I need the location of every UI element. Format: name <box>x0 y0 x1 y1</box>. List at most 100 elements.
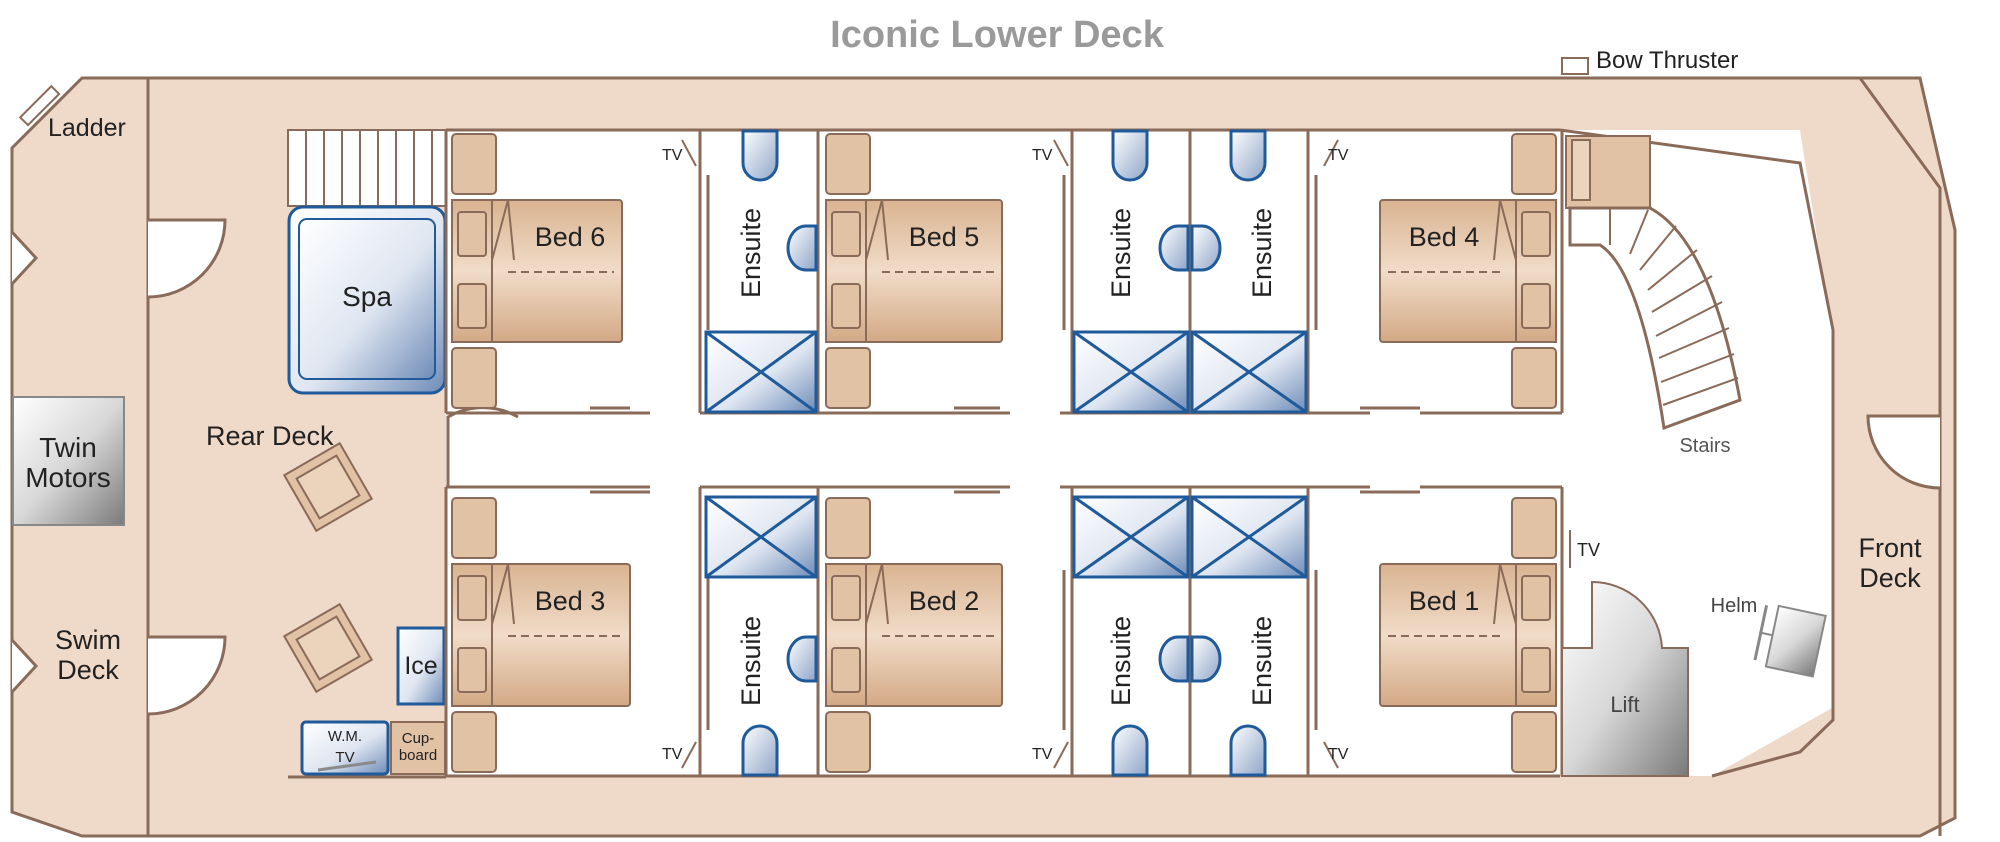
toilet-icon <box>1229 129 1267 182</box>
tv-icon <box>1053 139 1069 167</box>
rear-steps <box>287 129 447 207</box>
cupboard[interactable] <box>390 721 446 775</box>
wm-tv-label-2: TV <box>335 749 354 766</box>
shower-icon <box>1072 495 1190 579</box>
tv-label: TV <box>662 746 683 763</box>
bow-thruster-icon <box>1561 57 1589 75</box>
ensuite-label: Ensuite <box>1247 616 1277 706</box>
lift-label: Lift <box>1610 692 1639 717</box>
tv-label: TV <box>1032 746 1053 763</box>
sink-icon <box>786 635 818 683</box>
bed-label: Bed 6 <box>535 222 606 252</box>
toilet-icon <box>1111 724 1149 777</box>
pillow <box>831 283 861 329</box>
sink-icon <box>1190 635 1222 683</box>
ice-label: Ice <box>404 652 437 680</box>
shower-icon <box>704 495 818 579</box>
pillow <box>1521 211 1551 257</box>
rear-deck-label: Rear Deck <box>206 421 334 451</box>
bedside-tables <box>451 133 1557 773</box>
shower-icon <box>1072 330 1190 414</box>
bed[interactable]: Bed 1 <box>1379 563 1557 707</box>
swim-deck-label-1: Swim <box>55 625 121 655</box>
bow-line <box>1858 77 1942 836</box>
toilet-icon <box>741 129 779 182</box>
toilet-icon <box>1111 129 1149 182</box>
twin-motors-block <box>12 396 125 526</box>
swim-deck-label-2: Deck <box>57 655 119 685</box>
pillow <box>831 647 861 693</box>
cabin-hull-line <box>1559 128 1835 778</box>
helm-label: Helm <box>1711 595 1758 617</box>
beds-layer: Bed 6 Bed 5 Bed 4 Bed 3 Bed 2 Bed 1 <box>451 199 1557 707</box>
bed-label: Bed 2 <box>909 586 980 616</box>
pillow <box>1521 283 1551 329</box>
shower-icon <box>704 330 818 414</box>
cupboard-label-2: board <box>399 747 437 764</box>
tv-icon <box>681 139 697 167</box>
wm-tv-unit[interactable] <box>300 720 390 776</box>
front-deck-label-1: Front <box>1858 533 1922 563</box>
bed-label: Bed 4 <box>1409 222 1480 252</box>
shower-icon <box>1190 330 1308 414</box>
pillow <box>1521 647 1551 693</box>
sink-icon <box>786 224 818 272</box>
ensuite-label: Ensuite <box>1247 208 1277 298</box>
bed[interactable]: Bed 2 <box>825 563 1003 707</box>
sink-icon <box>1190 224 1222 272</box>
shower-icon <box>1190 495 1308 579</box>
bed-label: Bed 3 <box>535 586 606 616</box>
ladder-label: Ladder <box>48 114 126 142</box>
page-title: Iconic Lower Deck <box>830 14 1165 56</box>
front-deck-door[interactable] <box>1866 414 1941 490</box>
twin-motors-label-1: Twin <box>39 432 97 463</box>
pillow <box>831 211 861 257</box>
stairs-label: Stairs <box>1679 435 1730 457</box>
rear-door-lower <box>147 635 227 716</box>
tv-label: TV <box>1577 540 1600 560</box>
rear-door-upper <box>147 218 227 299</box>
ice-box[interactable] <box>396 626 446 706</box>
tv-label: TV <box>662 147 683 164</box>
bed-label: Bed 5 <box>909 222 980 252</box>
cupboard-label-1: Cup- <box>402 730 435 747</box>
wm-tv-label-1: W.M. <box>328 728 362 745</box>
ladder-icon <box>18 84 61 127</box>
sink-icon <box>1158 224 1190 272</box>
bed[interactable]: Bed 5 <box>825 199 1003 343</box>
front-deck-label-2: Deck <box>1859 563 1921 593</box>
wm-tv-screen-line <box>317 760 377 772</box>
toilets <box>741 129 1267 777</box>
tv-icon <box>1053 741 1069 769</box>
bow-thruster-label: Bow Thruster <box>1596 47 1738 74</box>
ensuite-label: Ensuite <box>1106 208 1136 298</box>
bed[interactable]: Bed 4 <box>1379 199 1557 343</box>
bed[interactable]: Bed 6 <box>451 199 623 343</box>
pillow <box>457 211 487 257</box>
lift[interactable] <box>1561 580 1689 777</box>
tv-icon <box>1323 741 1339 769</box>
chair-lower[interactable] <box>282 602 374 694</box>
tv-label: TV <box>1328 746 1349 763</box>
ensuite-label: Ensuite <box>736 616 766 706</box>
stairs[interactable] <box>1565 135 1742 431</box>
toilet-icon <box>741 724 779 777</box>
helm-console[interactable] <box>1753 603 1827 678</box>
twin-motors-label-2: Motors <box>25 462 111 493</box>
ensuite-label: Ensuite <box>736 208 766 298</box>
tv-icon <box>1323 139 1339 167</box>
bed[interactable]: Bed 3 <box>451 563 631 707</box>
swim-deck-notch-lower <box>10 638 39 694</box>
shower-units <box>704 330 1308 579</box>
pillow <box>1521 575 1551 621</box>
sinks <box>786 224 1222 683</box>
pillow <box>831 575 861 621</box>
spa-label: Spa <box>342 281 392 312</box>
chair-upper[interactable] <box>282 441 374 533</box>
tv-markers <box>681 139 1571 769</box>
bed-label: Bed 1 <box>1409 586 1480 616</box>
tv-label: TV <box>1032 147 1053 164</box>
ensuite-label: Ensuite <box>1106 616 1136 706</box>
